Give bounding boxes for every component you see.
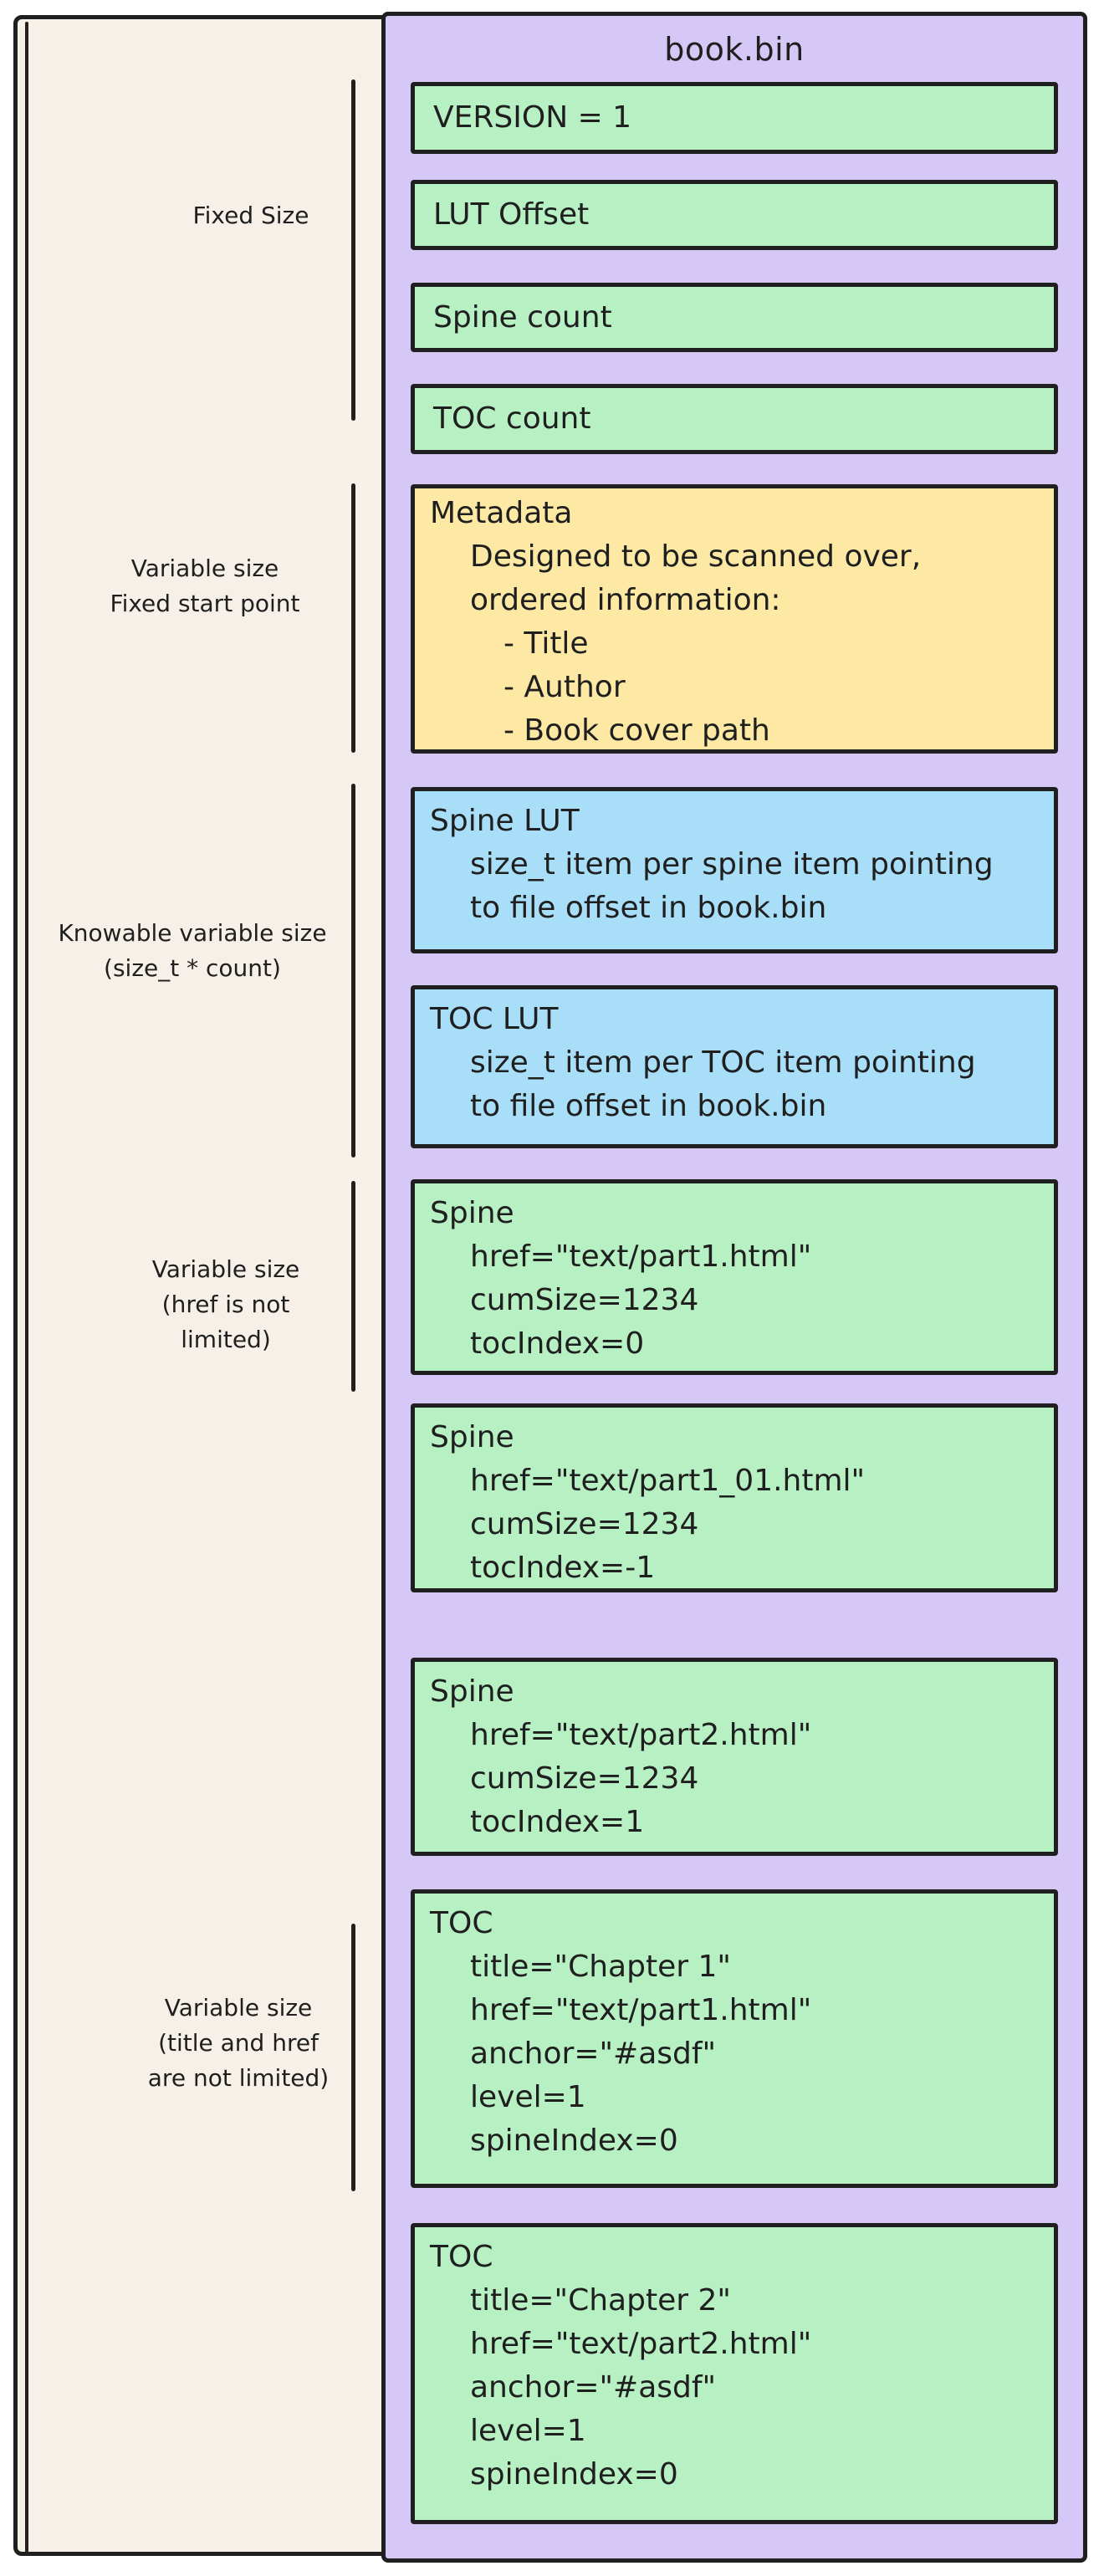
- box-title: Spine: [430, 1196, 514, 1230]
- field-text: TOC count: [433, 401, 591, 436]
- label-line: (size_t * count): [104, 954, 281, 982]
- box-line: href="text/part1.html": [470, 1239, 812, 1274]
- box-title: TOC: [430, 2240, 493, 2274]
- box-title: Spine: [430, 1674, 514, 1709]
- field-text: VERSION = 1: [433, 100, 632, 135]
- box-line: to file offset in book.bin: [470, 1089, 827, 1123]
- box-line: href="text/part1.html": [470, 1993, 812, 2027]
- box-line: size_t item per spine item pointing: [470, 847, 994, 882]
- box-line: - Author: [503, 670, 626, 704]
- toc-item-box-1: TOC title="Chapter 1" href="text/part1.h…: [411, 1889, 1058, 2188]
- label-line: Variable size: [151, 1255, 300, 1283]
- field-box-lut-offset: LUT Offset: [411, 180, 1058, 250]
- field-box-spine-count: Spine count: [411, 283, 1058, 352]
- box-line: cumSize=1234: [470, 1283, 699, 1317]
- spine-item-box-1: Spine href="text/part1.html" cumSize=123…: [411, 1179, 1058, 1375]
- field-text: LUT Offset: [433, 197, 590, 232]
- box-title: TOC: [430, 1906, 493, 1940]
- box-line: href="text/part2.html": [470, 1718, 812, 1752]
- label-variable-size-href: Variable size (href is not limited): [59, 1252, 393, 1357]
- label-line: (href is not: [161, 1291, 290, 1318]
- label-line: Fixed Size: [192, 202, 309, 229]
- box-title: TOC LUT: [430, 1002, 559, 1036]
- label-line: Variable size: [164, 1994, 313, 2021]
- label-line: Knowable variable size: [58, 919, 327, 947]
- field-text: Spine count: [433, 299, 612, 335]
- box-line: Designed to be scanned over,: [470, 539, 922, 574]
- spine-item-box-2: Spine href="text/part1_01.html" cumSize=…: [411, 1403, 1058, 1592]
- box-line: tocIndex=1: [470, 1805, 645, 1839]
- label-variable-size-title-href: Variable size (title and href are not li…: [71, 1991, 406, 2096]
- container-title: book.bin: [664, 30, 805, 68]
- box-line: anchor="#asdf": [470, 2037, 717, 2071]
- spine-lut-box: Spine LUT size_t item per spine item poi…: [411, 787, 1058, 953]
- label-line: Fixed start point: [110, 590, 300, 617]
- box-line: spineIndex=0: [470, 2124, 678, 2158]
- box-line: tocIndex=-1: [470, 1551, 656, 1585]
- box-line: size_t item per TOC item pointing: [470, 1045, 976, 1080]
- field-box-toc-count: TOC count: [411, 384, 1058, 454]
- box-line: title="Chapter 1": [470, 1950, 731, 1984]
- label-line: limited): [181, 1326, 271, 1353]
- box-title: Spine LUT: [430, 804, 580, 838]
- metadata-box: Metadata Designed to be scanned over, or…: [411, 484, 1058, 754]
- bracket-variable-size-title-href: [351, 1924, 355, 2191]
- bracket-knowable-variable-size: [351, 784, 355, 1158]
- box-line: tocIndex=0: [470, 1326, 645, 1361]
- box-line: - Title: [503, 626, 589, 661]
- box-line: ordered information:: [470, 583, 781, 617]
- label-line: are not limited): [147, 2064, 330, 2092]
- box-title: Metadata: [430, 496, 573, 530]
- box-line: level=1: [470, 2414, 586, 2448]
- label-fixed-size: Fixed Size: [117, 198, 385, 233]
- box-line: href="text/part2.html": [470, 2327, 812, 2361]
- box-title: Spine: [430, 1420, 514, 1454]
- bracket-variable-size-fixed-start: [351, 483, 355, 753]
- label-line: Variable size: [130, 555, 279, 582]
- label-knowable-variable-size: Knowable variable size (size_t * count): [17, 916, 368, 986]
- box-line: to file offset in book.bin: [470, 891, 827, 925]
- book-bin-container: book.bin VERSION = 1 LUT Offset Spine co…: [381, 12, 1087, 2563]
- box-line: cumSize=1234: [470, 1507, 699, 1541]
- bracket-variable-size-href: [351, 1181, 355, 1392]
- box-line: href="text/part1_01.html": [470, 1464, 866, 1498]
- box-line: spineIndex=0: [470, 2457, 678, 2492]
- label-variable-size-fixed-start: Variable size Fixed start point: [29, 551, 381, 621]
- frame-inner-line: [25, 22, 28, 2553]
- box-line: level=1: [470, 2080, 586, 2114]
- box-line: title="Chapter 2": [470, 2283, 731, 2318]
- toc-item-box-2: TOC title="Chapter 2" href="text/part2.h…: [411, 2223, 1058, 2524]
- bracket-fixed-size: [351, 79, 355, 421]
- box-line: anchor="#asdf": [470, 2370, 717, 2405]
- box-line: - Book cover path: [503, 713, 770, 748]
- label-line: (title and href: [158, 2029, 319, 2057]
- toc-lut-box: TOC LUT size_t item per TOC item pointin…: [411, 985, 1058, 1148]
- spine-item-box-3: Spine href="text/part2.html" cumSize=123…: [411, 1658, 1058, 1856]
- field-box-version: VERSION = 1: [411, 82, 1058, 154]
- box-line: cumSize=1234: [470, 1761, 699, 1796]
